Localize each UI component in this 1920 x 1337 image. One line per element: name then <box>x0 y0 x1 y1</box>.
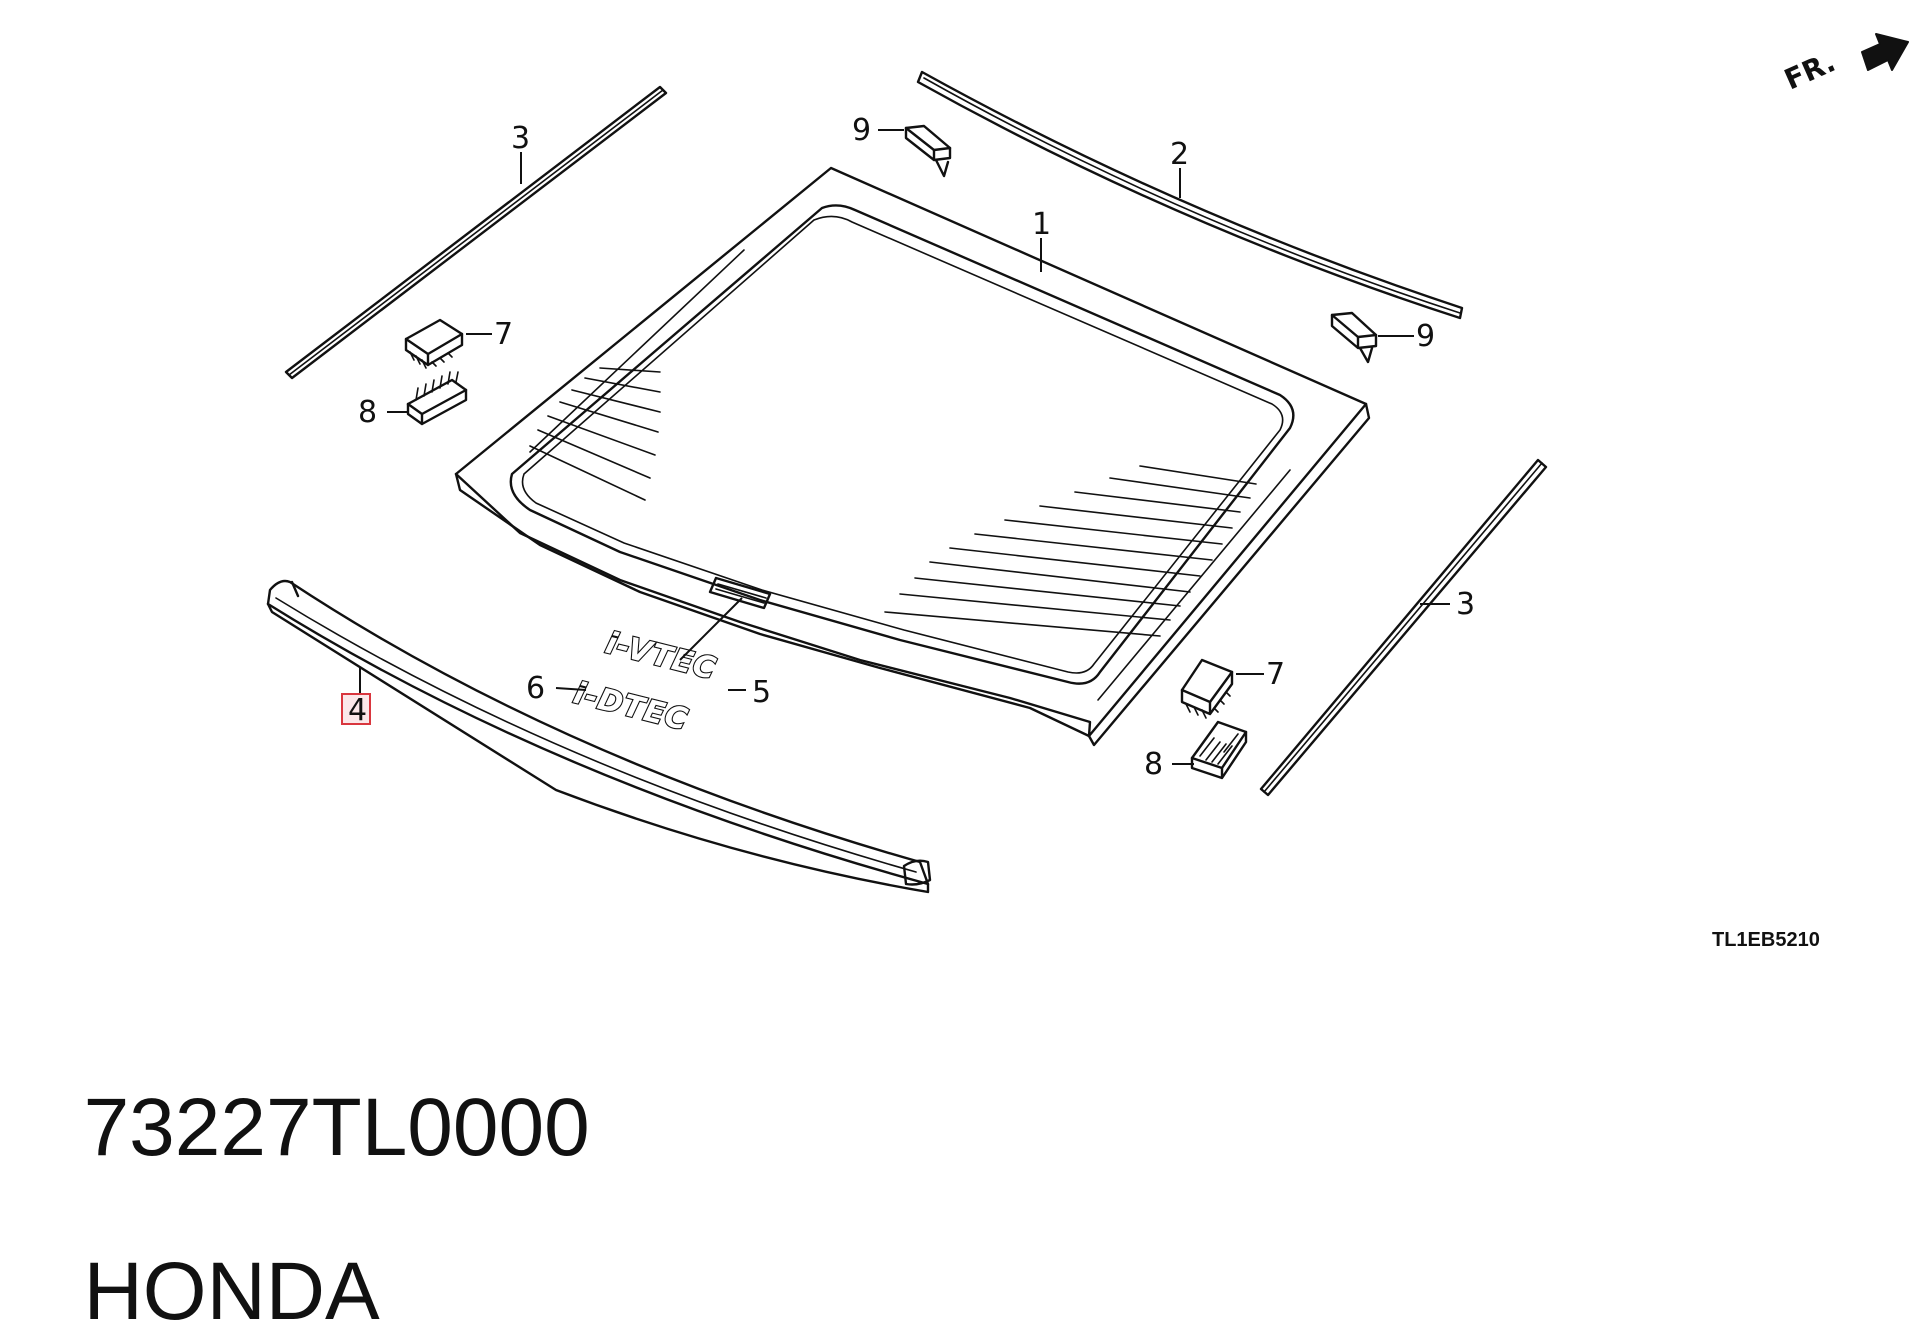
callout-emblem-ivtec: 5 <box>752 675 771 710</box>
arrow-right-icon <box>1861 33 1909 71</box>
callout-lower-molding: 4 <box>348 693 367 728</box>
bracket-left[interactable] <box>904 124 952 178</box>
windshield-glass[interactable] <box>454 166 1371 747</box>
callout-highlight-box <box>341 693 371 725</box>
callout-side-molding-right: 3 <box>1456 587 1475 622</box>
callout-bracket-left: 9 <box>852 113 871 148</box>
clip-pad-left[interactable] <box>406 371 468 426</box>
brand-name: HONDA <box>83 1246 380 1337</box>
callout-clip-upper-left: 7 <box>494 317 513 352</box>
callout-clip-pad-right: 8 <box>1144 747 1163 782</box>
parts-diagram: i-VTEC i-DTEC FR. <box>266 33 1909 951</box>
clip-pad-right[interactable] <box>1190 720 1248 780</box>
emblem-ivtec[interactable]: i-VTEC <box>601 625 721 688</box>
callout-emblem-idtec: 6 <box>526 671 545 706</box>
emblem-mount-pad <box>708 576 772 610</box>
callout-clip-lower-right: 7 <box>1266 657 1285 692</box>
heating-lines-left <box>529 249 745 501</box>
diagram-reference-code: TL1EB5210 <box>1712 929 1820 951</box>
front-direction-indicator: FR. <box>1779 33 1909 96</box>
heating-lines-right <box>884 465 1291 701</box>
clip-lower-right[interactable] <box>1180 658 1234 719</box>
callout-windshield: 1 <box>1032 207 1051 242</box>
leader-lines <box>359 129 1450 765</box>
callout-side-molding-left: 3 <box>511 121 530 156</box>
upper-molding[interactable] <box>916 70 1464 320</box>
clip-upper-left[interactable] <box>404 318 464 369</box>
callout-bracket-right: 9 <box>1416 319 1435 354</box>
emblem-idtec[interactable]: i-DTEC <box>569 675 693 739</box>
callout-clip-pad-left: 8 <box>358 395 377 430</box>
callout-upper-molding: 2 <box>1170 137 1189 172</box>
svg-text:i-DTEC: i-DTEC <box>570 676 692 738</box>
side-molding-right[interactable] <box>1259 458 1548 797</box>
part-caption: 73227TL0000 HONDA <box>38 1005 590 1333</box>
lower-molding[interactable] <box>266 579 932 894</box>
part-number: 73227TL0000 <box>83 1082 590 1173</box>
svg-text:i-VTEC: i-VTEC <box>602 626 720 687</box>
side-molding-left[interactable] <box>284 85 668 380</box>
bracket-right[interactable] <box>1330 311 1378 364</box>
callout-labels: 1 2 3 3 4 5 6 7 7 8 8 9 9 <box>341 113 1475 782</box>
svg-text:FR.: FR. <box>1779 45 1840 96</box>
